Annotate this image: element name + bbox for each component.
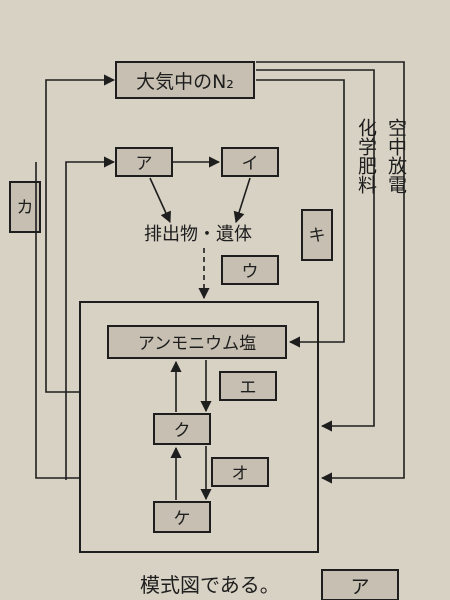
process-u-label: ウ (242, 262, 259, 282)
atmospheric-discharge-label: 空中放電 (385, 118, 407, 194)
excretion-remains-label: 排出物・遺体 (144, 224, 252, 245)
organism-a-label: ア (136, 154, 153, 174)
atmosphere-n2-label: 大気中のN₂ (136, 71, 234, 93)
process-ka-box (9, 181, 41, 233)
process-e-label: エ (240, 378, 257, 398)
caption-text: 模式図である。 (140, 573, 280, 597)
arrow-atmosphere-to-soil-outer (256, 61, 405, 484)
ammonium-salt-label: アンモニウム塩 (138, 334, 256, 354)
soil-region (79, 301, 319, 553)
process-e-box (219, 371, 277, 401)
organism-i-label: イ (242, 154, 259, 174)
arrow-a-to-excretion (149, 177, 171, 224)
substance-ku-box (153, 413, 211, 445)
ammonium-salt-box (107, 325, 287, 359)
arrow-soil-to-a (65, 156, 116, 480)
organism-i-box (221, 147, 279, 177)
process-u-box (221, 255, 279, 285)
arrow-atmosphere-to-ammonium (256, 79, 345, 348)
line-soil-to-left (35, 162, 80, 479)
organism-a-box (115, 147, 173, 177)
answer-box-a-label: ア (350, 576, 369, 598)
process-o-box (211, 457, 269, 487)
chemical-fertilizer-label: 化学肥料 (355, 118, 377, 194)
arrow-lightning-to-soil (256, 69, 375, 432)
substance-ke-label: ケ (174, 509, 191, 529)
arrow-i-to-excretion (233, 177, 251, 224)
substance-ke-box (153, 501, 211, 533)
atmosphere-n2-box (115, 61, 255, 99)
answer-box-a (321, 569, 399, 600)
arrow-ka-to-atmosphere (45, 74, 116, 393)
process-ki-label: キ (309, 226, 326, 246)
substance-ku-label: ク (174, 421, 191, 441)
process-o-label: オ (232, 464, 249, 484)
process-ka-label: カ (17, 198, 34, 218)
process-ki-box (301, 209, 333, 261)
